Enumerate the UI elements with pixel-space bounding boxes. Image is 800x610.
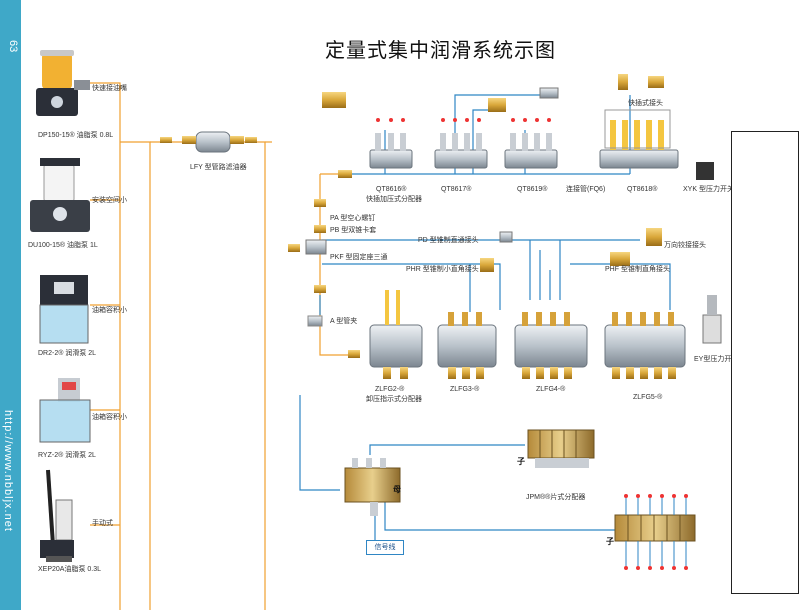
jpm-label: JPM®®片式分配器	[526, 494, 586, 501]
pump-xep20a-note: 手动式	[92, 520, 113, 527]
pump-dr2	[39, 275, 89, 344]
signal-line-label: 信号线	[366, 540, 404, 555]
qt8616-sub-label: 快插加压式分配器	[366, 196, 422, 203]
page-title: 定量式集中润滑系统示图	[325, 38, 556, 62]
zlfg2-sub-label: 卸压指示式分配器	[366, 396, 422, 403]
qt8617-distributor	[434, 118, 488, 169]
pump-ryz2-label: RYZ-2® 润滑泵 2L	[38, 452, 96, 459]
pump-xep20a	[40, 469, 74, 562]
pump-dp150-note: 快速接油嘴	[92, 85, 127, 92]
zlfg5-distributor	[604, 312, 686, 379]
pd-label: PD 型锥制直通接头	[418, 237, 479, 244]
small-fittings-col	[288, 170, 360, 358]
zlfg2-distributor	[369, 290, 423, 379]
pump-du100-label: DU100-15® 油脂泵 1L	[28, 242, 98, 249]
ey-pressure-switch	[702, 295, 722, 344]
qt8617-label: QT8617®	[441, 186, 472, 193]
pump-dp150	[36, 50, 90, 116]
child-distributor	[614, 494, 696, 570]
ey-label: EY型压力开关	[694, 356, 739, 363]
pb-label: PB 型双锥卡套	[330, 227, 377, 234]
pump-xep20a-label: XEP20A油脂泵 0.3L	[38, 566, 102, 573]
mother-label: 母	[393, 485, 401, 494]
pump-du100	[30, 158, 90, 232]
phf-label: PHF 型锥制直角接头	[605, 266, 670, 273]
zlfg4-label: ZLFG4-®	[536, 386, 566, 393]
pump-dp150-label: DP150-15® 油脂泵 0.8L	[38, 132, 114, 139]
pump-ryz2	[39, 378, 91, 443]
pa-label: PA 型空心螺钉	[330, 215, 376, 222]
top-fittings	[322, 74, 714, 180]
qt8616-distributor	[369, 118, 413, 169]
pump-dr2-note: 油箱容积小	[92, 307, 127, 314]
xyk-label: XYK 型压力开关	[683, 186, 734, 193]
child-label-1: 子	[517, 457, 525, 466]
qt8618-label: QT8618®	[627, 186, 658, 193]
universal-label: 万向铰接接头	[664, 242, 706, 249]
pump-du100-note: 安装空间小	[92, 197, 127, 204]
mother-block	[344, 458, 401, 516]
filter-lfy	[160, 131, 257, 153]
website-url: http://www.nbbljx.net	[2, 410, 14, 532]
a-clamp-label: A 型管夹	[330, 318, 358, 325]
qt8616-label: QT8616®	[376, 186, 407, 193]
zlfg4-distributor	[514, 312, 588, 379]
child-label-2: 子	[606, 537, 614, 546]
qt8618-distributor	[599, 109, 679, 169]
pump-dr2-label: DR2-2® 润滑泵 2L	[38, 350, 97, 357]
zlfg5-label: ZLFG5-®	[633, 394, 663, 401]
pump-ryz2-note: 油箱容积小	[92, 414, 127, 421]
qt8619-distributor	[504, 118, 558, 169]
fittings-panel	[731, 131, 799, 594]
fq6-label: 连接管(FQ6)	[566, 186, 606, 193]
zlfg3-label: ZLFG3-®	[450, 386, 480, 393]
middle-fittings	[480, 228, 662, 272]
pkf-label: PKF 型固定座三通	[330, 254, 388, 261]
sidebar-strip: 63 http://www.nbbljx.net	[0, 0, 21, 610]
zlfg2-label: ZLFG2-®	[375, 386, 405, 393]
jpm-distributor	[527, 429, 595, 468]
quick-joint-label: 快插式接头	[628, 100, 663, 107]
qt8619-label: QT8619®	[517, 186, 548, 193]
phr-label: PHR 型锥制小直角接头	[406, 266, 479, 273]
orange-pipes	[90, 82, 352, 610]
page-number: 63	[7, 40, 19, 53]
zlfg3-distributor	[437, 312, 497, 379]
filter-label: LFY 型管路滤油器	[190, 164, 247, 171]
